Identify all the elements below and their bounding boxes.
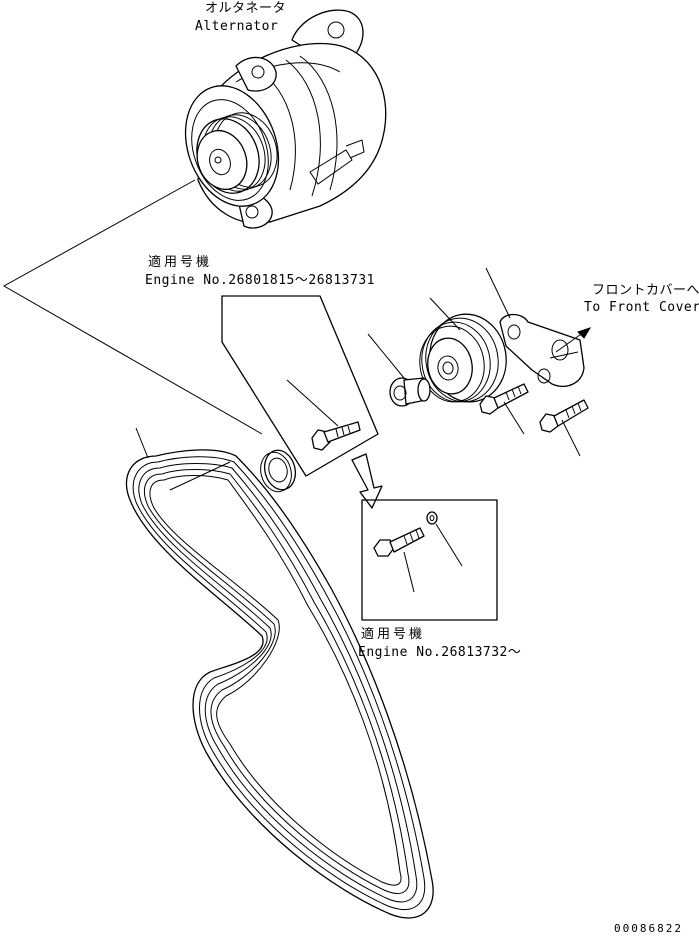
alternator	[184, 9, 387, 229]
leader-bracket	[485, 267, 511, 319]
alternator-label-en: Alternator	[195, 19, 279, 34]
bolt-bottom-callout	[373, 527, 425, 557]
serial-bottom-label-jp: 適用号機	[361, 627, 426, 642]
leader-idler-pulley	[429, 297, 461, 331]
v-belt	[125, 449, 434, 919]
serial-bottom-label-en: Engine No.26813732～	[358, 645, 522, 660]
leader-bolt-bottom	[403, 551, 415, 593]
drawing-number: 00086822	[614, 922, 683, 935]
front-cover-label-jp: フロントカバーへ	[592, 283, 699, 298]
bolt-bracket-2	[539, 399, 589, 433]
leader-alternator-belt	[2, 179, 263, 435]
idler-bracket	[499, 313, 585, 387]
bolt-top-callout	[311, 421, 361, 451]
arrow-to-front-cover	[555, 331, 585, 353]
leader-pulley-shaft	[367, 333, 405, 379]
leader-belt-2	[169, 461, 231, 491]
leader-bolt-bracket-2	[561, 419, 581, 457]
arrow-serial-change	[351, 453, 383, 509]
pulley-shaft	[389, 377, 431, 407]
spacer-ring	[260, 449, 297, 493]
leader-washer-bottom	[435, 523, 463, 567]
callout-box-bottom	[361, 499, 498, 621]
leader-bolt-top	[286, 379, 339, 427]
serial-top-label-jp: 適用号機	[148, 255, 213, 270]
callout-box-top	[221, 295, 379, 477]
leader-bolt-bracket-1	[503, 401, 525, 435]
front-cover-label-en: To Front Cover	[584, 300, 699, 315]
serial-top-label-en: Engine No.26801815～26813731	[145, 273, 375, 288]
idler-pulley	[419, 313, 507, 403]
washer-bottom-callout	[426, 511, 438, 525]
alternator-label-jp: オルタネータ	[205, 1, 287, 16]
bolt-bracket-1	[479, 383, 529, 415]
leader-belt	[135, 427, 149, 459]
